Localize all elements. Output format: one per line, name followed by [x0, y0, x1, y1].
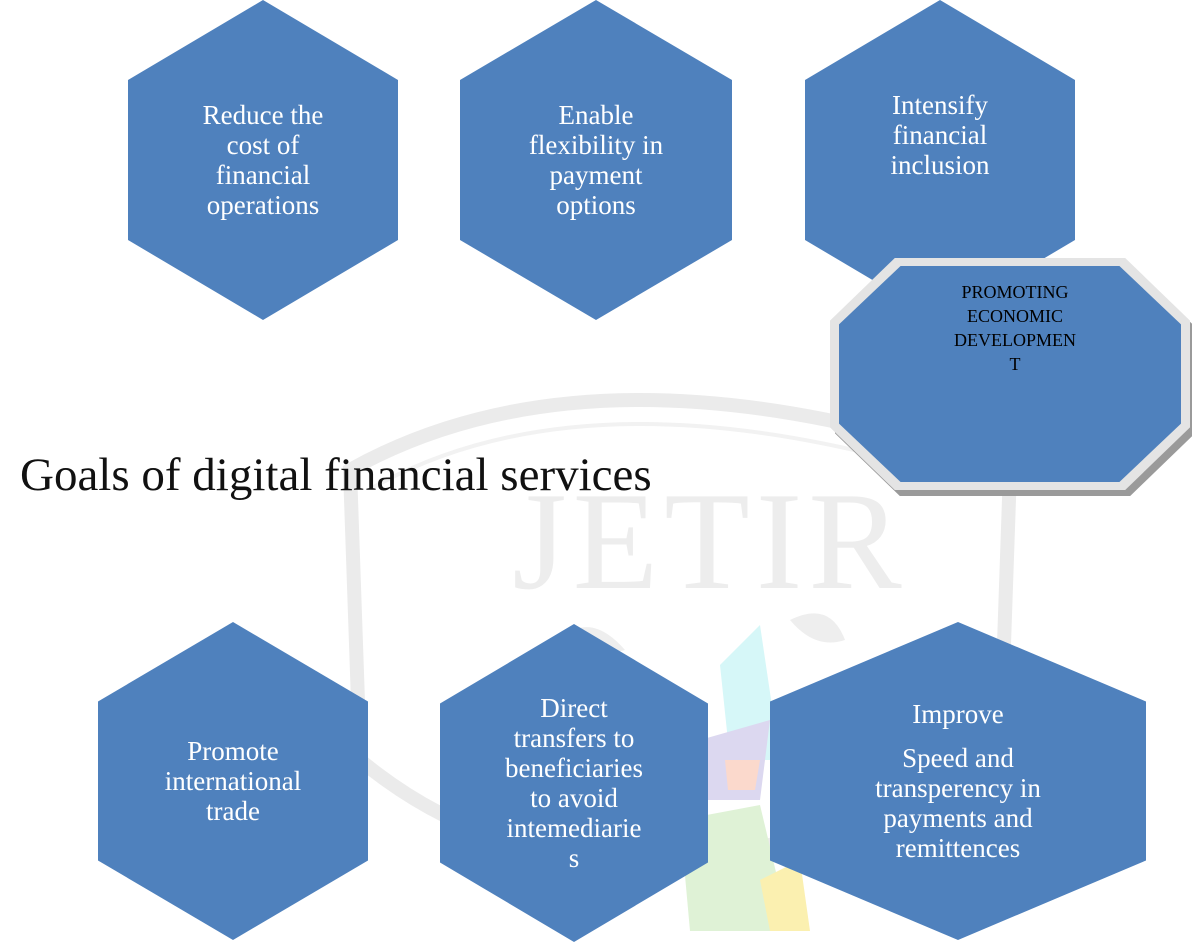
goal-text-line: financial: [892, 120, 988, 150]
goal-text-line: s: [568, 843, 580, 873]
goal-text-line: inclusion: [890, 150, 990, 180]
laurel-right-icon: [790, 613, 845, 643]
goal-text-line: international: [164, 766, 302, 796]
goal-text-line: to avoid: [530, 783, 618, 813]
goal-text-line: operations: [206, 190, 320, 220]
goal-text-line: trade: [206, 796, 260, 826]
goal-text-line: Speed and: [902, 743, 1014, 773]
highlight-text-line: PROMOTING: [961, 282, 1069, 302]
goal-text-line: Enable: [558, 100, 634, 130]
goal-text-line: cost of: [226, 130, 300, 160]
goal-text-line: transfers to: [513, 723, 635, 753]
highlight-label: PROMOTING ECONOMIC DEVELOPMEN T: [920, 280, 1110, 376]
goal-text-line: remittences: [895, 833, 1021, 863]
arrow-yellow-shape: [760, 860, 810, 931]
goal-text-line: Intensify: [892, 90, 988, 120]
highlight-text-line: T: [1009, 354, 1021, 374]
goal-text-line: financial: [215, 160, 311, 190]
diagram-title: Goals of digital financial services: [20, 449, 652, 501]
goal-text-line: beneficiaries: [505, 753, 643, 783]
goal-hexagon-international-trade: Promote international trade: [98, 622, 368, 940]
goal-heading: Improve: [912, 699, 1004, 729]
goal-text-line: Direct: [540, 693, 608, 723]
goal-text-line: payment: [549, 160, 643, 190]
goal-text-line: flexibility in: [528, 130, 664, 160]
goal-text-line: intemediarie: [506, 813, 642, 843]
goal-text-line: payments and: [883, 803, 1033, 833]
arrow-orange-shape: [725, 760, 760, 790]
goal-text-line: transperency in: [875, 773, 1041, 803]
highlight-hexagon-economic-development: [839, 266, 1181, 482]
watermark-text: JETIR: [512, 464, 908, 619]
highlight-text-line: DEVELOPMEN: [954, 330, 1076, 350]
goal-text-line: options: [556, 190, 636, 220]
highlight-text-line: ECONOMIC: [966, 306, 1063, 326]
goal-text-line: Reduce the: [202, 100, 324, 130]
goal-text-line: Promote: [187, 736, 279, 766]
